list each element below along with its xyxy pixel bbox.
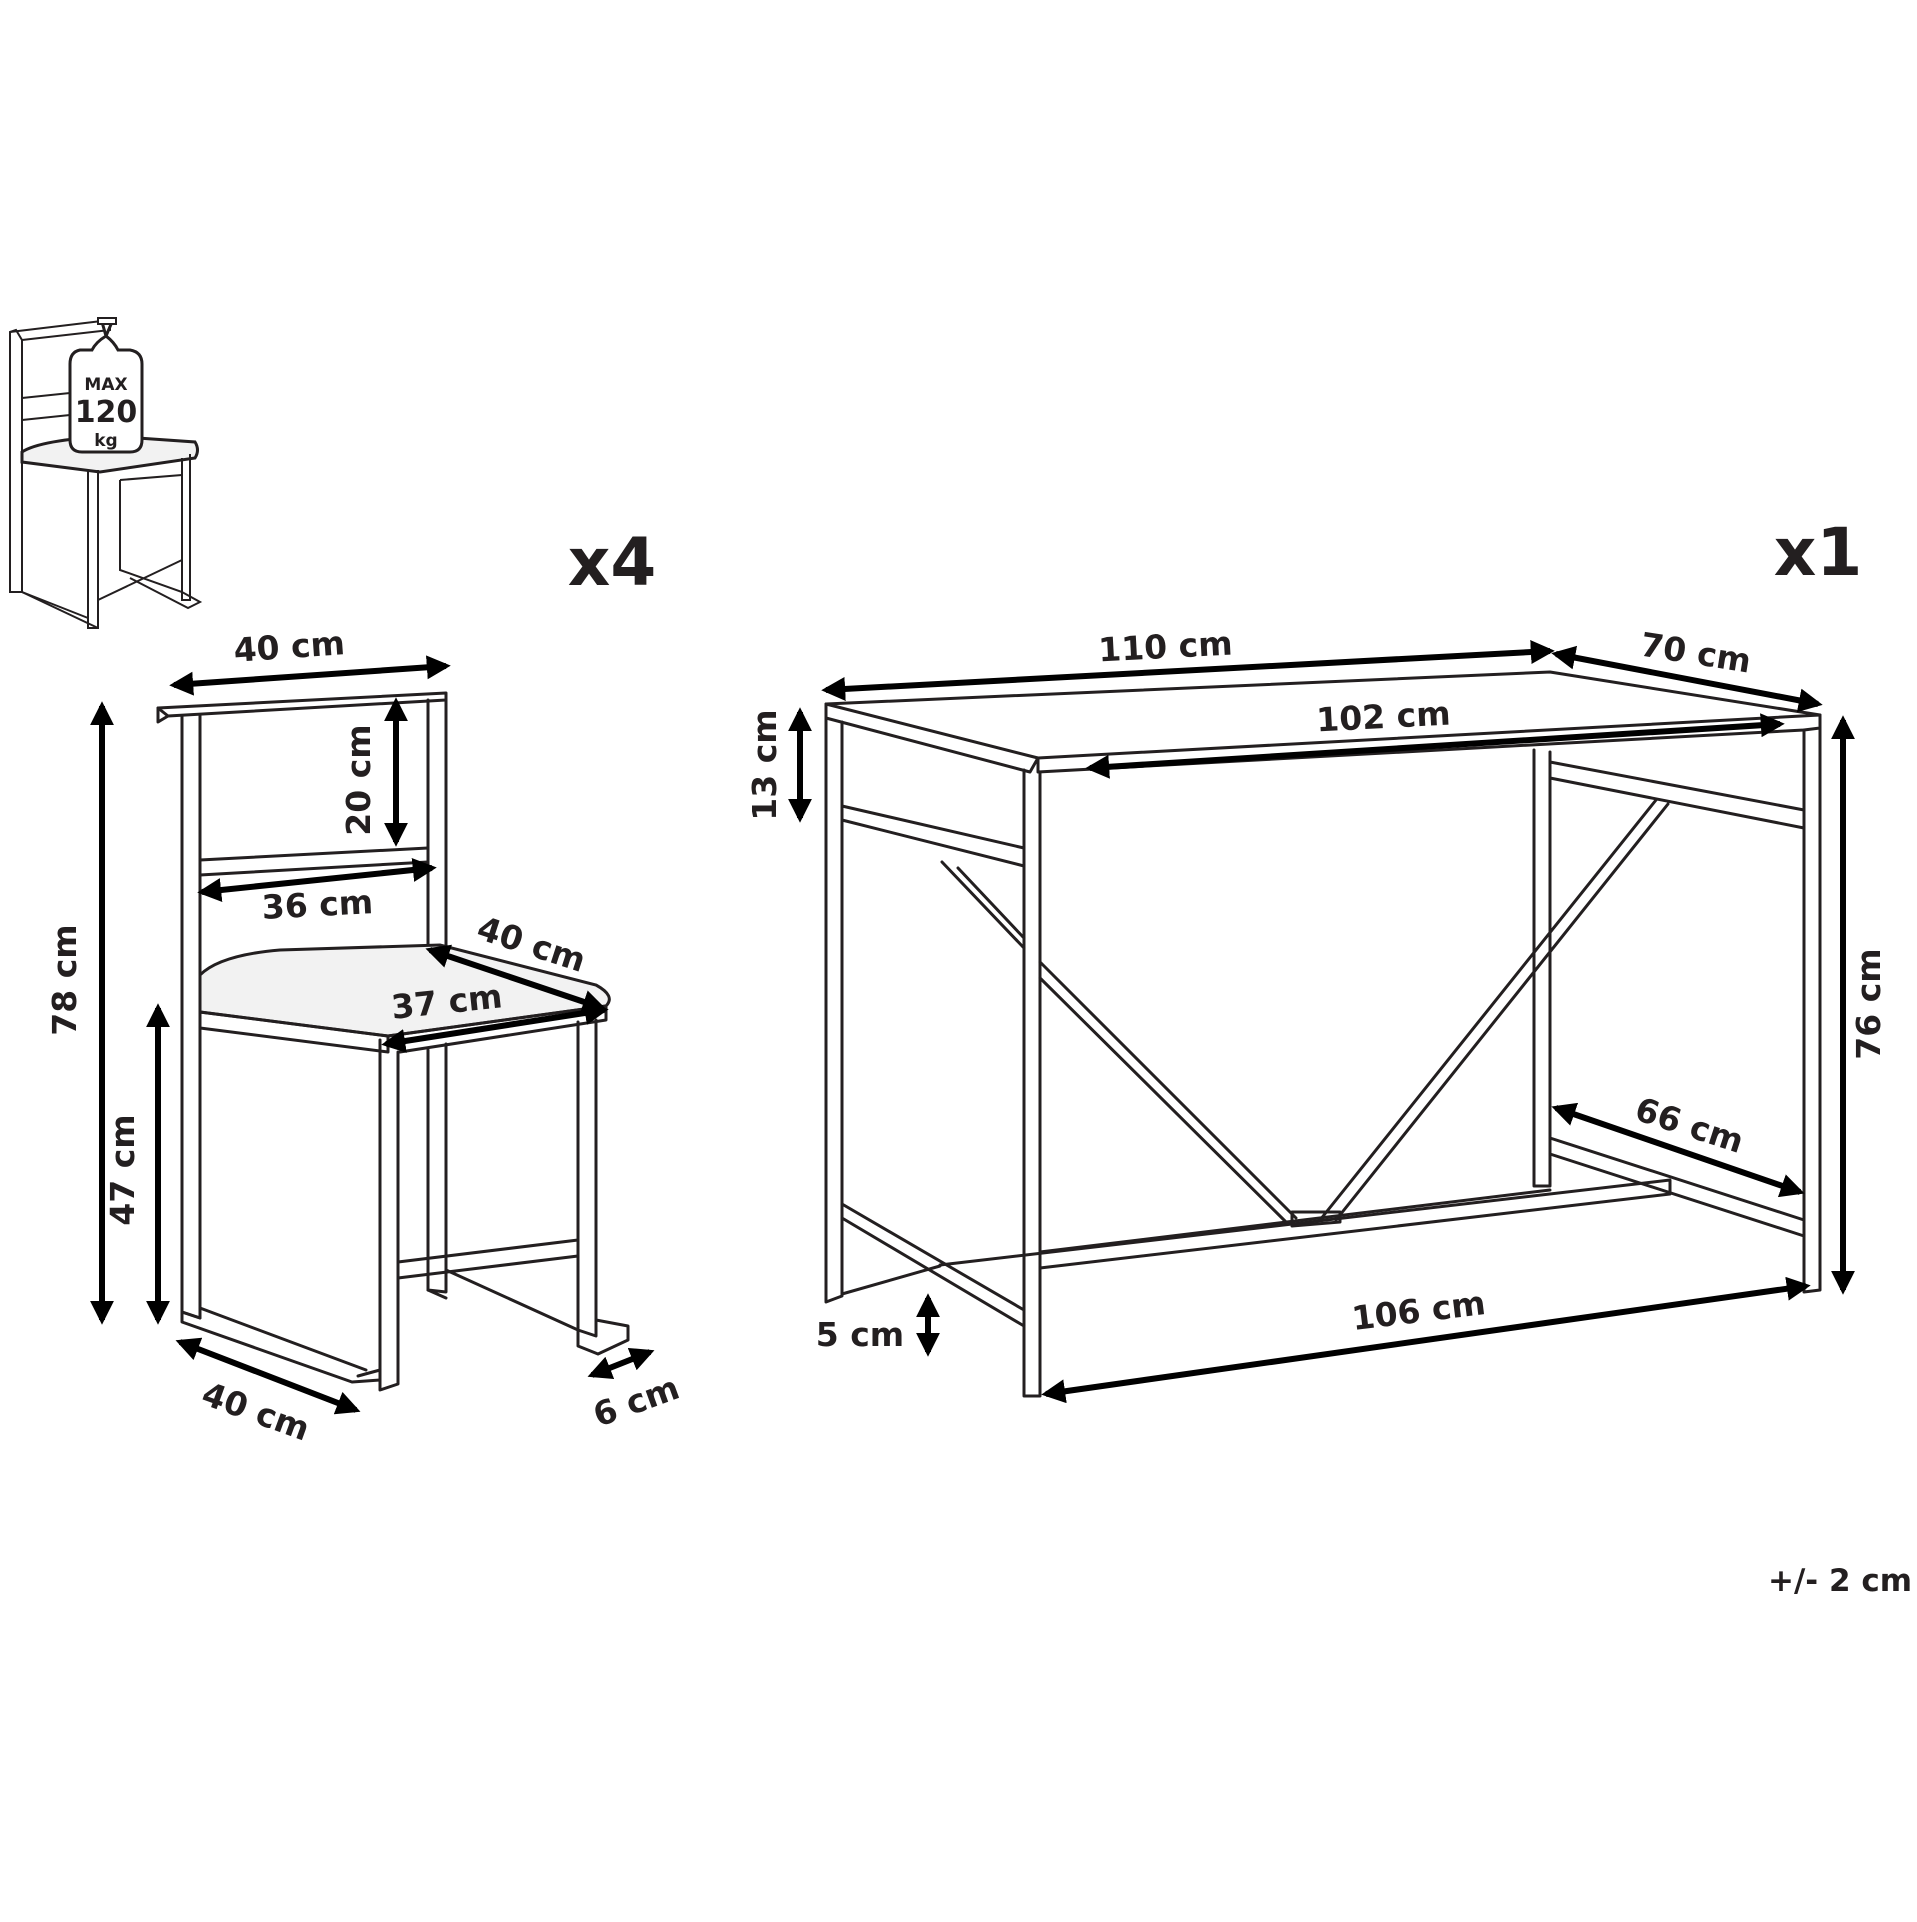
weight-label-unit: kg	[94, 431, 117, 451]
desk-dimension-arrows	[788, 640, 1855, 1404]
tolerance-note: +/- 2 cm	[1768, 1563, 1912, 1599]
small-chair-icon	[9, 318, 203, 629]
desk-quantity: x1	[1774, 514, 1863, 591]
desk-top-length-label: 110 cm	[1097, 624, 1233, 670]
desk-apron-height-label: 13 cm	[745, 709, 784, 820]
chair-foot-height-label: 6 cm	[588, 1368, 684, 1435]
chair-inner-width-label: 36 cm	[261, 882, 374, 927]
chair-dimension-arrows	[90, 655, 655, 1415]
weight-label-value: 120	[75, 395, 138, 430]
weight-icon	[68, 317, 144, 454]
chair-backrest-height-label: 20 cm	[339, 724, 378, 835]
chair-quantity: x4	[568, 524, 657, 601]
weight-label-max: MAX	[84, 375, 127, 395]
desk-foot-height-label: 5 cm	[816, 1315, 904, 1354]
desk-total-height-label: 76 cm	[1849, 948, 1888, 1059]
desk-side-depth-label: 66 cm	[1631, 1089, 1749, 1161]
weight-capacity-icon: MAX 120 kg	[9, 317, 203, 629]
chair-backrest-width-label: 40 cm	[232, 623, 346, 670]
chair-seat-height-label: 47 cm	[103, 1114, 142, 1225]
chair-total-height-label: 78 cm	[45, 924, 84, 1035]
desk-inner-length-label: 102 cm	[1315, 694, 1451, 740]
desk-drawing	[824, 670, 1822, 1398]
desk-base-length-label: 106 cm	[1350, 1283, 1488, 1338]
